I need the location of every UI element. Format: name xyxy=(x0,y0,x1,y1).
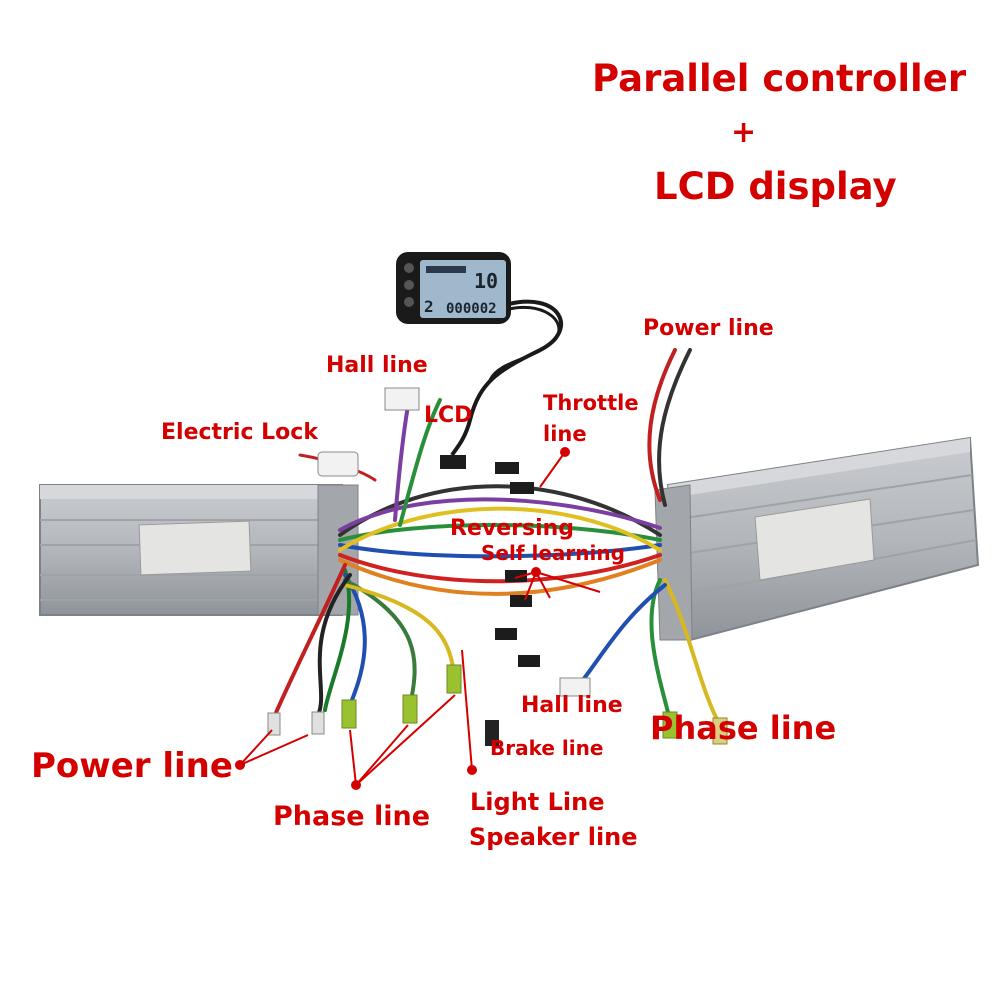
title-parallel-controller: Parallel controller xyxy=(592,57,967,100)
hall-connector-bottom xyxy=(559,677,591,697)
label-power-line-left: Power line xyxy=(31,746,233,786)
right-controller xyxy=(654,436,980,642)
label-phase-line-right: Phase line xyxy=(650,709,837,747)
label-hall-line-top: Hall line xyxy=(326,353,428,378)
label-light-line: Light Line xyxy=(470,788,605,816)
label-brake-line: Brake line xyxy=(490,736,604,760)
lcd-gear: 2 xyxy=(424,297,434,316)
label-throttle-line: line xyxy=(543,422,587,446)
label-lcd: LCD xyxy=(424,403,473,428)
label-self-learning: Self learning xyxy=(481,541,625,565)
label-throttle: Throttle xyxy=(543,391,639,415)
label-hall-line-bottom: Hall line xyxy=(521,693,623,718)
lcd-button-up-icon xyxy=(404,263,414,273)
throttle-pointer xyxy=(539,451,566,488)
left-controller xyxy=(39,484,359,616)
lcd-button-mode-icon xyxy=(404,280,414,290)
lcd-button-down-icon xyxy=(404,297,414,307)
power-line-dot xyxy=(235,760,245,770)
label-phase-line-left: Phase line xyxy=(273,801,431,832)
electric-lock-connector xyxy=(317,451,359,477)
hall-connector-top xyxy=(384,387,420,411)
lcd-odometer: 000002 xyxy=(446,301,497,317)
throttle-connector xyxy=(510,482,534,494)
label-electric-lock: Electric Lock xyxy=(161,420,318,445)
label-power-line-top: Power line xyxy=(643,316,774,341)
phase-line-pointer-1 xyxy=(349,729,357,786)
lcd-display-unit: 10 2 000002 xyxy=(396,252,563,457)
brake-connector xyxy=(485,720,499,746)
light-line-dot xyxy=(467,765,477,775)
self-learning-connector xyxy=(510,595,532,607)
left-controller-sticker xyxy=(138,520,252,576)
label-reversing: Reversing xyxy=(450,516,575,541)
label-speaker-line: Speaker line xyxy=(469,823,638,851)
self-learning-dot xyxy=(531,567,541,577)
lcd-speed: 10 xyxy=(474,269,498,293)
lcd-connector xyxy=(440,455,466,469)
battery-bars-icon xyxy=(426,266,466,273)
connectors xyxy=(267,387,728,746)
light-line-pointer xyxy=(461,649,473,771)
title-lcd-display: LCD display xyxy=(654,165,897,208)
lcd-screen xyxy=(420,260,506,318)
title-plus: + xyxy=(731,115,757,150)
power-line-pointer-1 xyxy=(239,729,273,766)
throttle-dot xyxy=(560,447,570,457)
right-controller-sticker xyxy=(754,498,875,581)
phase-line-dot xyxy=(351,780,361,790)
